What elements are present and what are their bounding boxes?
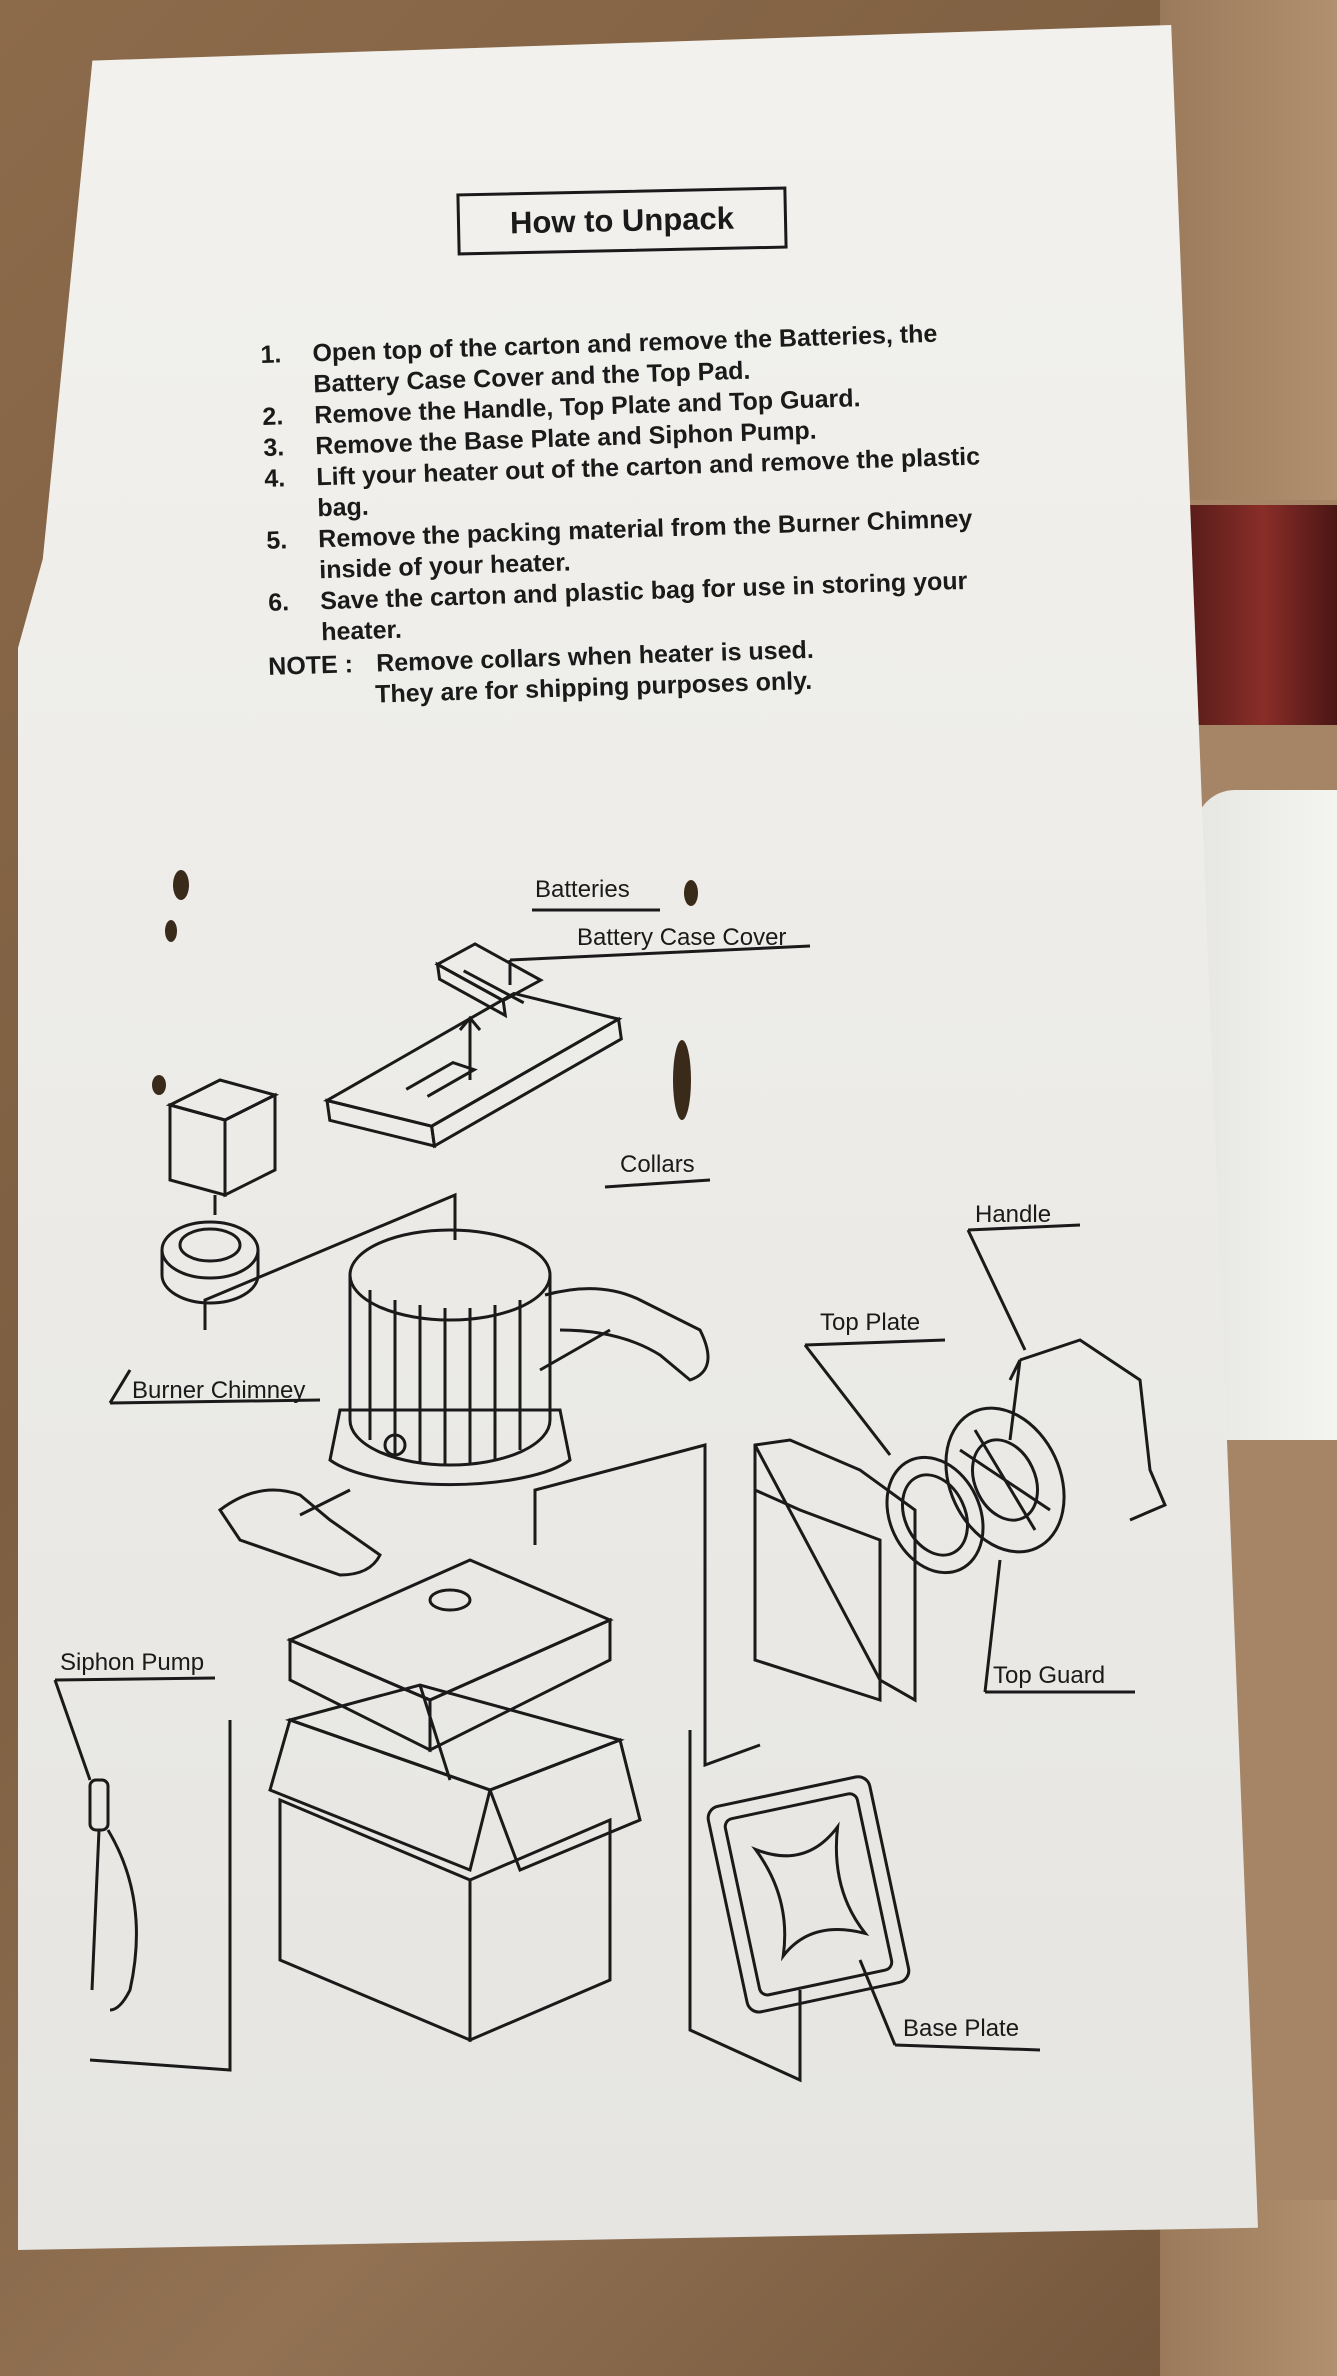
label-base-plate: Base Plate xyxy=(903,2015,1019,2042)
label-top-plate: Top Plate xyxy=(820,1309,920,1336)
top-guard xyxy=(944,1406,1066,1554)
label-batteries: Batteries xyxy=(535,876,630,903)
leader-line xyxy=(803,1344,892,1456)
leader-line xyxy=(604,1178,711,1189)
tear-hole xyxy=(673,1040,691,1120)
label-collars: Collars xyxy=(620,1151,695,1178)
leader-line xyxy=(509,944,811,962)
red-packaged-item xyxy=(1190,505,1337,725)
leader-line xyxy=(983,1559,1002,1693)
leader-line xyxy=(804,1338,946,1347)
top-plate xyxy=(885,1455,985,1575)
leader-line xyxy=(966,1229,1027,1351)
burner-chimney xyxy=(160,1220,260,1305)
tear-hole xyxy=(152,1075,166,1095)
leader-line xyxy=(109,1398,321,1405)
leader-line xyxy=(53,1679,92,1781)
label-siphon-pump: Siphon Pump xyxy=(60,1649,204,1676)
base-plate xyxy=(706,1775,911,2014)
base-tank xyxy=(286,1558,614,1753)
leader-line xyxy=(967,1223,1081,1232)
collar-right xyxy=(544,1287,710,1382)
leader-line xyxy=(54,1676,216,1682)
label-top-guard: Top Guard xyxy=(993,1662,1105,1689)
carton xyxy=(268,1683,642,2043)
top-pad xyxy=(323,991,623,1149)
arrow-line xyxy=(203,1192,457,1330)
leader-line xyxy=(108,1369,132,1404)
chimney-box xyxy=(165,1078,280,1198)
collar-left xyxy=(217,1488,382,1577)
back-panel xyxy=(753,1438,917,1703)
handle-end xyxy=(1008,1359,1022,1441)
tear-hole xyxy=(684,880,698,906)
label-handle: Handle xyxy=(975,1201,1051,1228)
tear-hole xyxy=(165,920,177,942)
batteries xyxy=(434,942,544,1019)
heater-body xyxy=(328,1228,572,1487)
label-battery-case-cover: Battery Case Cover xyxy=(577,924,786,951)
siphon-pump xyxy=(88,1778,138,2012)
tear-hole xyxy=(173,870,189,900)
leader-line xyxy=(894,2043,1041,2052)
handle xyxy=(1019,1338,1167,1522)
label-burner-chimney: Burner Chimney xyxy=(132,1377,305,1404)
